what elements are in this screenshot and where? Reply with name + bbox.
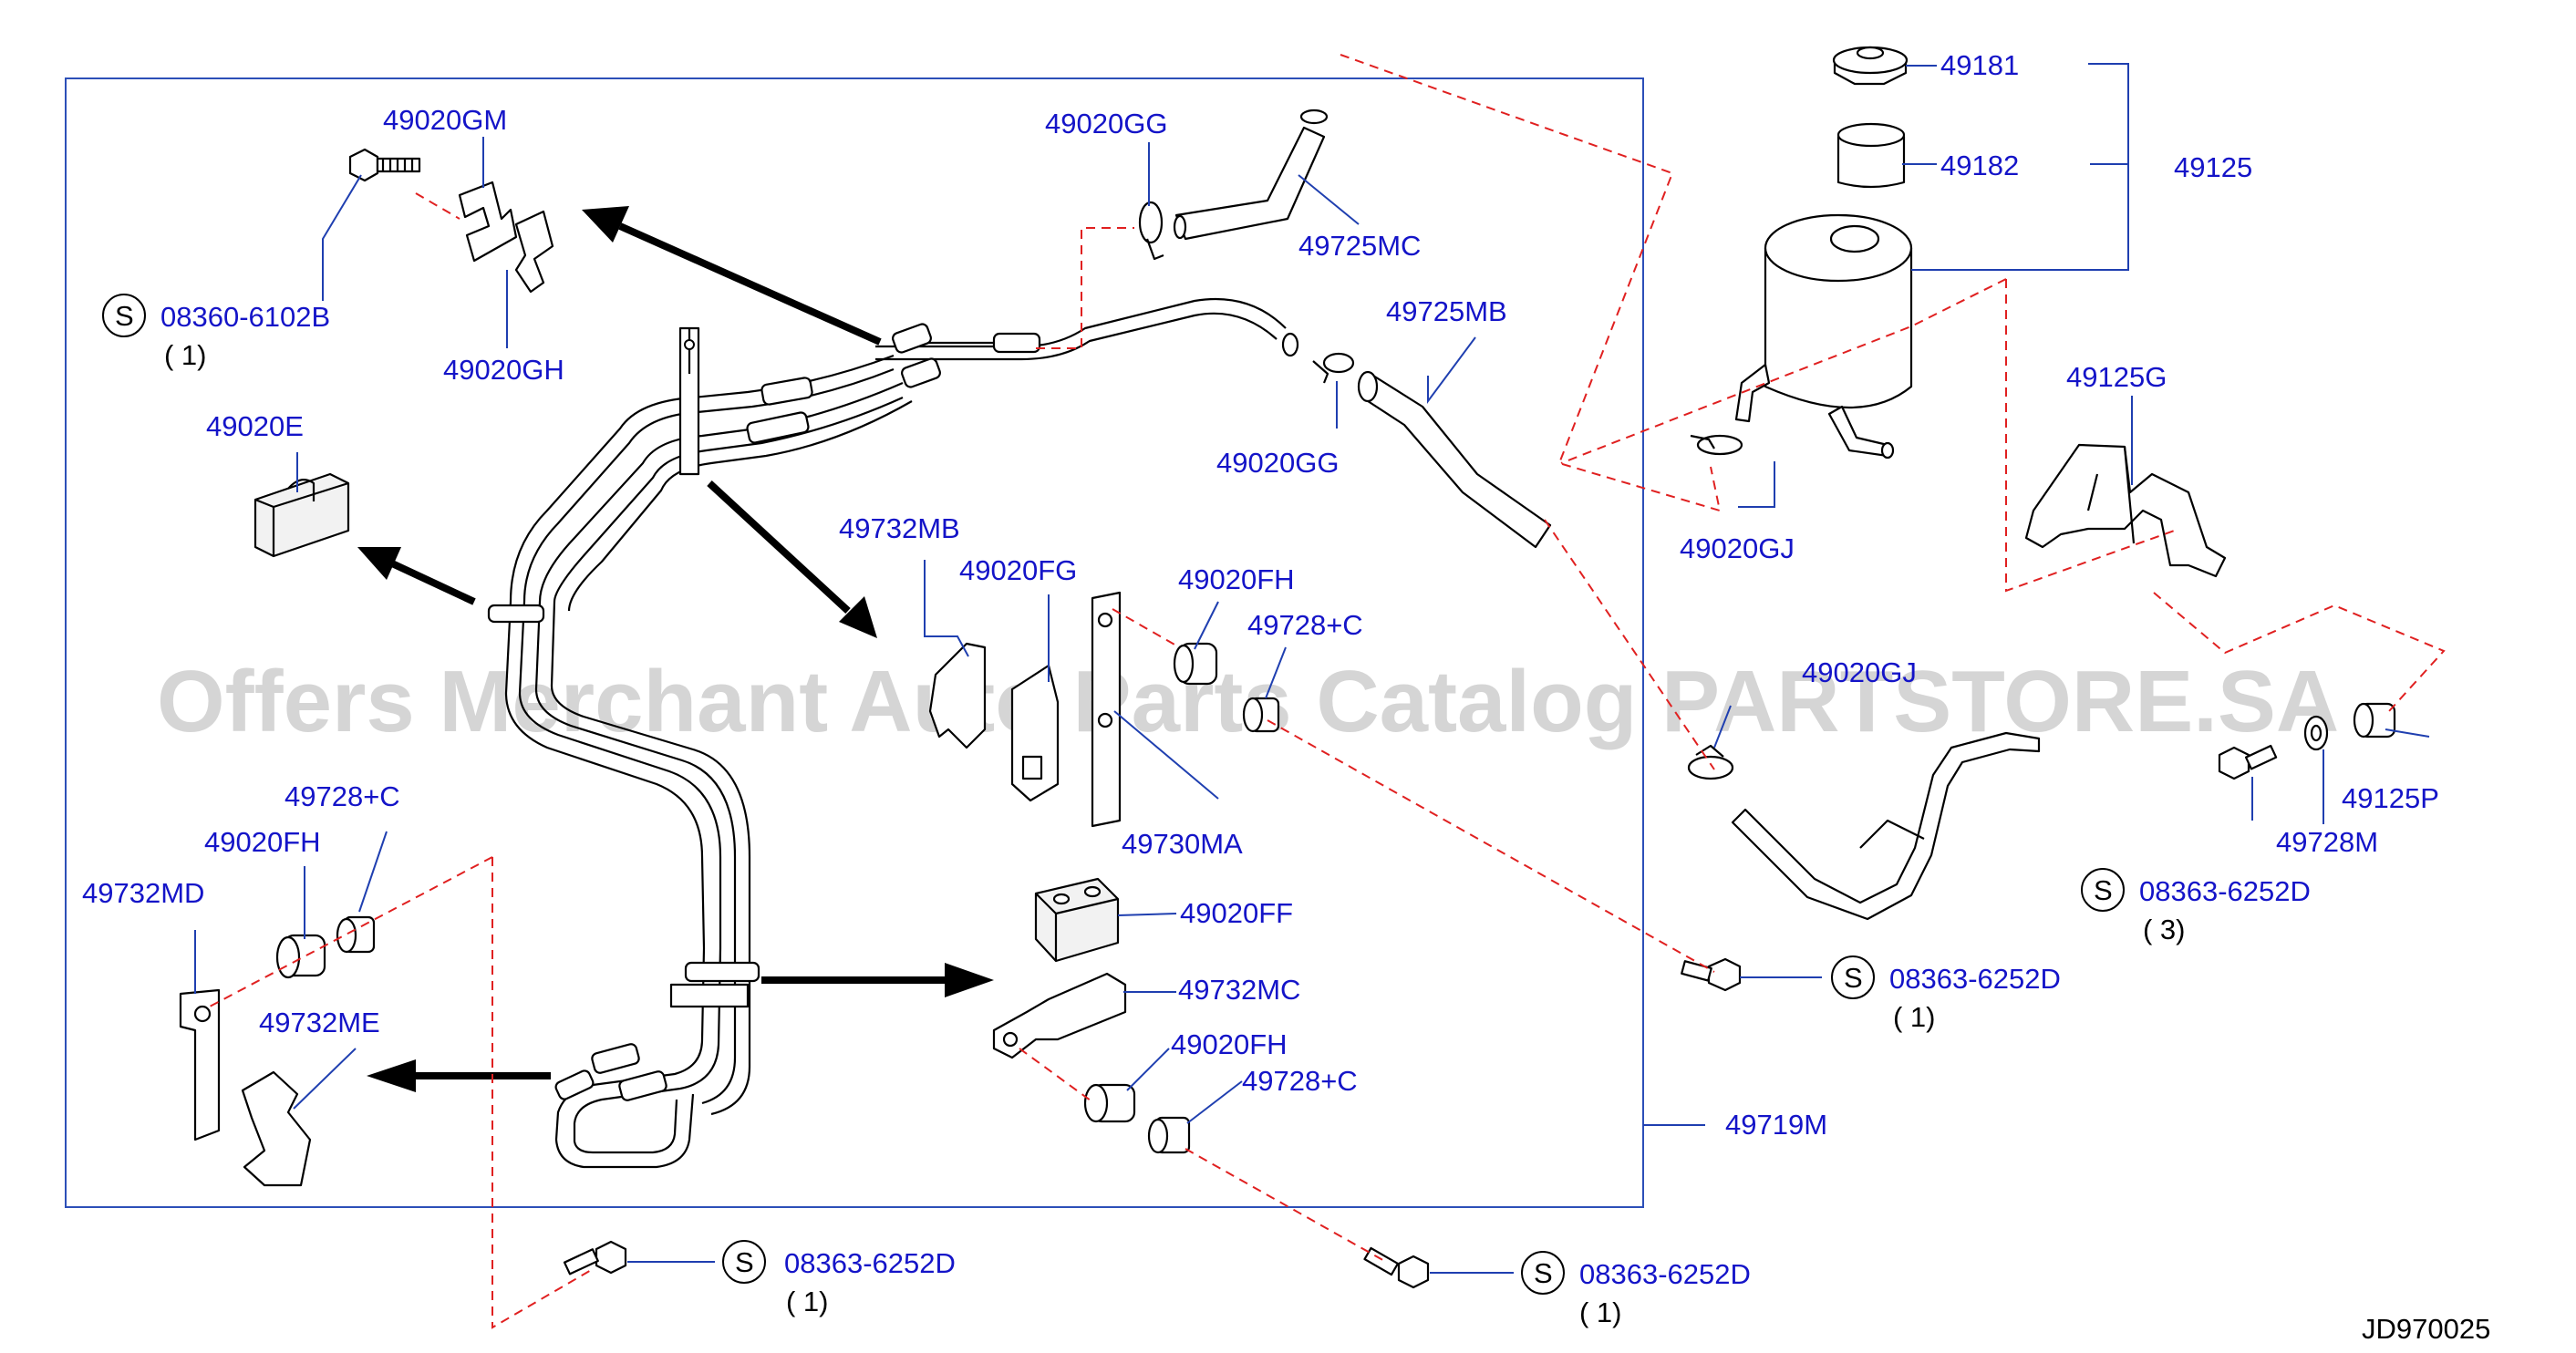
label-08360-6102b[interactable]: 08360-6102B (160, 301, 330, 333)
label-49728c-bottom[interactable]: 49728+C (1242, 1065, 1358, 1097)
label-49182[interactable]: 49182 (1940, 150, 2019, 181)
bracket-49732md[interactable] (179, 988, 221, 1141)
label-49020e[interactable]: 49020E (206, 410, 304, 442)
qty-08363-right: ( 3) (2143, 914, 2186, 945)
bolt-08363-bottom-center[interactable] (1363, 1246, 1430, 1289)
direction-arrows (357, 206, 994, 1092)
block-49020e[interactable] (253, 472, 350, 558)
label-49719m[interactable]: 49719M (1725, 1109, 1827, 1141)
rubber-49020ff[interactable] (1034, 877, 1120, 963)
label-49020gg-mid[interactable]: 49020GG (1216, 447, 1339, 479)
assembly-frame (65, 77, 1644, 1208)
diagram-code: JD970025 (2362, 1313, 2490, 1345)
bolt-08363-right[interactable] (2218, 744, 2278, 780)
bushing-49020fh-left[interactable] (275, 934, 326, 979)
collar-49728c-bottom[interactable] (1147, 1116, 1191, 1154)
hose-49725mc[interactable] (1173, 108, 1329, 241)
label-08363-right[interactable]: 08363-6252D (2139, 875, 2311, 907)
s-symbol-3: S (1844, 962, 1863, 994)
reservoir-tank-49125[interactable] (1734, 46, 1913, 460)
label-49020fg[interactable]: 49020FG (959, 554, 1077, 586)
collar-49728c-left[interactable] (336, 915, 376, 954)
hose-49725mb[interactable] (1357, 370, 1552, 549)
qty-08363-mid: ( 1) (1893, 1001, 1936, 1033)
bracket-49732mb[interactable] (928, 642, 987, 749)
label-49020gm[interactable]: 49020GM (383, 104, 507, 136)
bushing-49020fh-bottom[interactable] (1083, 1083, 1136, 1123)
label-49728m[interactable]: 49728M (2276, 826, 2378, 858)
label-49728c-left[interactable]: 49728+C (284, 780, 400, 812)
qty-08363-bottom-center: ( 1) (1579, 1296, 1622, 1328)
label-49020gh[interactable]: 49020GH (443, 354, 564, 386)
label-49732mb[interactable]: 49732MB (839, 512, 960, 544)
label-49020fh-top[interactable]: 49020FH (1178, 563, 1295, 595)
bolt-08360-6102b[interactable] (348, 148, 421, 182)
return-pipe[interactable] (1731, 731, 2041, 921)
label-49732mc[interactable]: 49732MC (1178, 974, 1300, 1006)
clip-49020gh[interactable] (514, 210, 554, 294)
washer-49728m[interactable] (2303, 715, 2329, 751)
clamp-49020gj-small[interactable] (1687, 744, 1734, 780)
label-49125g[interactable]: 49125G (2066, 361, 2167, 393)
bushing-49125p[interactable] (2353, 702, 2396, 738)
s-symbol-1: S (115, 300, 134, 332)
bushing-49020fh-top[interactable] (1173, 642, 1218, 686)
s-symbol-2: S (2094, 874, 2113, 906)
label-08363-mid[interactable]: 08363-6252D (1889, 963, 2061, 995)
label-08363-bottom-left[interactable]: 08363-6252D (784, 1247, 956, 1279)
clamp-49020gg-mid[interactable] (1312, 352, 1355, 384)
bracket-49730ma[interactable] (1091, 591, 1122, 828)
label-49125p[interactable]: 49125P (2342, 782, 2439, 814)
label-49732me[interactable]: 49732ME (259, 1007, 380, 1038)
label-49020fh-left[interactable]: 49020FH (204, 826, 321, 858)
label-49732md[interactable]: 49732MD (82, 877, 204, 909)
s-symbol-5: S (1534, 1257, 1553, 1289)
clamp-49020gj[interactable] (1690, 434, 1743, 456)
label-49728c-top[interactable]: 49728+C (1247, 609, 1363, 641)
label-49730ma[interactable]: 49730MA (1122, 828, 1243, 860)
clamp-49020gg-top[interactable] (1138, 201, 1164, 261)
leader-lines (194, 63, 2430, 1274)
label-49725mc[interactable]: 49725MC (1298, 230, 1421, 262)
label-49020gj-small[interactable]: 49020GJ (1802, 656, 1917, 688)
clip-49020gm[interactable] (458, 181, 518, 263)
clip-49732me[interactable] (241, 1070, 312, 1187)
label-49020ff[interactable]: 49020FF (1180, 897, 1293, 929)
pipe-assembly[interactable] (487, 297, 1299, 1169)
label-49725mb[interactable]: 49725MB (1386, 295, 1507, 327)
bracket-49125g[interactable] (2024, 443, 2227, 578)
collar-49728c-top[interactable] (1242, 697, 1280, 733)
qty-08363-bottom-left: ( 1) (786, 1286, 829, 1317)
reference-dashes (209, 54, 2446, 1329)
label-08363-bottom-center[interactable]: 08363-6252D (1579, 1258, 1751, 1290)
qty-08360-6102b: ( 1) (164, 339, 207, 371)
bolt-08363-bottom-left[interactable] (563, 1240, 627, 1276)
label-49181[interactable]: 49181 (1940, 49, 2019, 81)
s-symbols: S S S S S (102, 294, 2125, 1295)
bolt-08363-mid[interactable] (1681, 957, 1742, 992)
label-49020gj[interactable]: 49020GJ (1680, 532, 1795, 564)
bracket-49732mc[interactable] (992, 972, 1127, 1059)
part-labels: 49020GM 08360-6102B ( 1) 49020GH 49020E … (82, 49, 2439, 1328)
label-49020fh-bottom[interactable]: 49020FH (1171, 1028, 1288, 1060)
s-symbol-4: S (735, 1246, 754, 1278)
label-49125[interactable]: 49125 (2174, 151, 2252, 183)
label-49020gg-top[interactable]: 49020GG (1045, 108, 1167, 139)
bracket-49020fg[interactable] (1010, 664, 1060, 802)
